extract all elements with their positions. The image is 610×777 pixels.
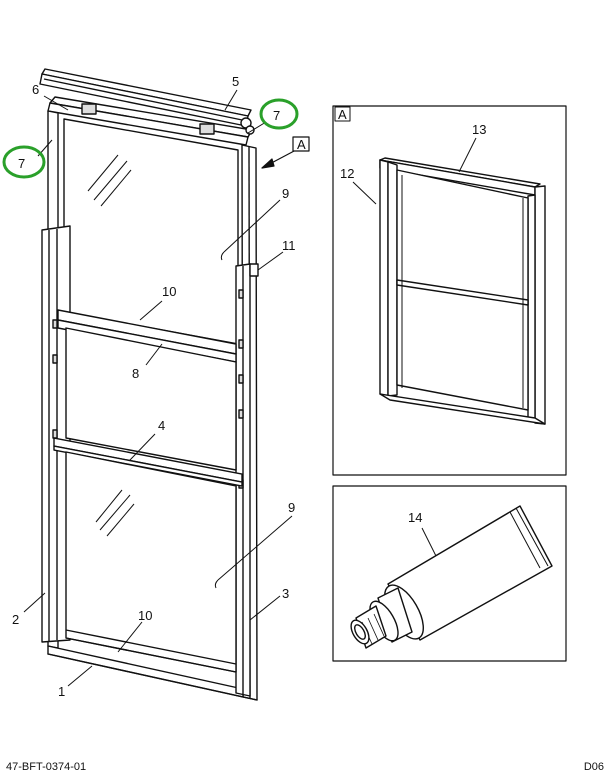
callout-12: 12 <box>340 166 354 181</box>
lower-glass-pane <box>65 451 237 673</box>
highlight-circle-right-7 <box>259 98 299 130</box>
callout-3: 3 <box>282 586 289 601</box>
highlight-circles <box>2 98 299 179</box>
callout-14: 14 <box>408 510 422 525</box>
left-sash-channel <box>41 225 71 643</box>
inset-a-label: A <box>338 107 347 122</box>
callout-9-lower: 9 <box>288 500 295 515</box>
callout-1: 1 <box>58 684 65 699</box>
view-a-arrow <box>261 136 310 169</box>
top-header-rail <box>39 68 252 127</box>
inset-a-box <box>332 105 567 476</box>
highlight-circle-left-7 <box>2 145 46 179</box>
callout-10-lower: 10 <box>138 608 152 623</box>
callout-9-upper: 9 <box>282 186 289 201</box>
callout-7-left: 7 <box>18 156 25 171</box>
callout-13: 13 <box>472 122 486 137</box>
callout-2: 2 <box>12 612 19 627</box>
callout-4: 4 <box>158 418 165 433</box>
part-number-label: 47-BFT-0374-01 <box>6 761 87 773</box>
sheet-label: D06 <box>583 761 604 773</box>
meeting-rail <box>53 437 243 487</box>
top-clip-rail <box>47 96 255 146</box>
callout-8: 8 <box>132 366 139 381</box>
callout-5: 5 <box>232 74 239 89</box>
callout-7-right: 7 <box>273 108 280 123</box>
view-a-arrow-label: A <box>297 137 306 152</box>
callout-6: 6 <box>32 82 39 97</box>
callout-11: 11 <box>282 238 296 253</box>
middle-glass-pane <box>65 327 237 471</box>
callout-labels: 5 6 7 7 A 9 11 10 8 4 9 3 2 10 1 A 13 12… <box>12 74 486 699</box>
sealant-tube-box <box>332 485 567 662</box>
leader-lines <box>23 89 293 687</box>
callout-10-upper: 10 <box>162 284 176 299</box>
